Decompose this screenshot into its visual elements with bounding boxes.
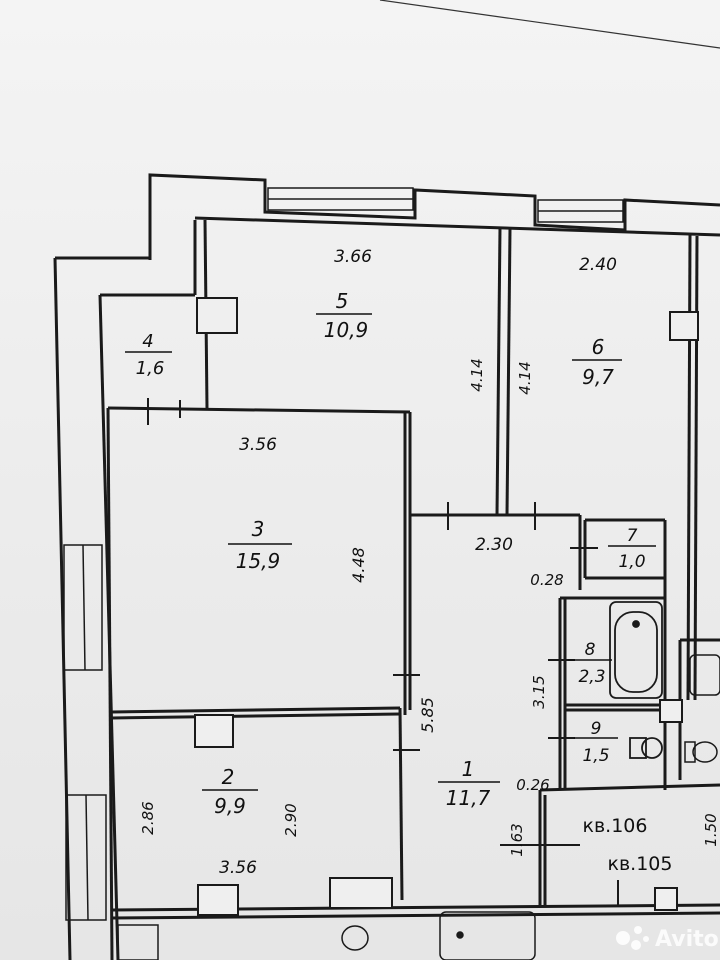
frame-line: [379, 0, 720, 49]
room-6-area: 9,7: [582, 365, 614, 389]
dimensions: 3.66 2.40 4.14 4.14 3.56 4.48 2.30 0.28 …: [139, 247, 720, 878]
room-8: 8 2,3: [568, 640, 612, 687]
room-1-number: 1: [462, 757, 475, 781]
room-9: 9 1,5: [574, 719, 618, 766]
interior-walls: [106, 219, 720, 960]
room-4: 4 1,6: [125, 331, 172, 379]
apartment-labels: кв.106 кв.105: [583, 815, 673, 875]
dim-414a: 4.14: [468, 358, 486, 391]
room-3-area: 15,9: [236, 549, 281, 573]
watermark-text: Avito: [655, 927, 719, 952]
dim-356a: 3.56: [239, 435, 277, 455]
dim-286: 2.86: [139, 801, 157, 834]
room-8-number: 8: [585, 640, 596, 660]
bottom-fixtures: [117, 911, 536, 960]
room-9-number: 9: [591, 719, 602, 739]
avito-dots-icon: [616, 926, 649, 950]
room-3: 3 15,9: [228, 517, 292, 573]
room-8-area: 2,3: [578, 667, 605, 687]
room-5: 5 10,9: [316, 289, 372, 342]
toilet: [629, 737, 663, 759]
dim-028: 0.28: [530, 571, 563, 589]
room-5-number: 5: [336, 289, 349, 313]
dim-356b: 3.56: [219, 858, 257, 878]
vent-shafts: [194, 297, 699, 916]
dim-448: 4.48: [349, 547, 368, 583]
room-9-area: 1,5: [582, 746, 609, 766]
room-6-number: 6: [592, 335, 605, 359]
dim-163: 1.63: [508, 823, 526, 856]
right-fixtures: [684, 654, 720, 763]
dim-230: 2.30: [475, 535, 513, 555]
windows-left: [63, 544, 107, 921]
room-5-area: 10,9: [324, 318, 369, 342]
bathtub: [609, 601, 663, 699]
door-ticks: [147, 398, 619, 905]
dim-414b: 4.14: [516, 361, 534, 394]
windows-top: [267, 187, 624, 223]
dim-585: 5.85: [418, 697, 437, 733]
room-7-number: 7: [627, 526, 638, 546]
room-1-area: 11,7: [446, 786, 491, 810]
dim-315: 3.15: [530, 675, 548, 708]
room-7-area: 1,0: [618, 552, 645, 572]
dim-240: 2.40: [579, 255, 617, 275]
dim-150: 1.50: [702, 813, 720, 846]
room-4-area: 1,6: [136, 358, 165, 379]
room-2-area: 9,9: [214, 794, 246, 818]
room-2-number: 2: [222, 765, 235, 789]
apt-106-label: кв.106: [583, 815, 648, 837]
room-2: 2 9,9: [202, 765, 258, 818]
room-1: 1 11,7: [438, 757, 500, 810]
room-7: 7 1,0: [608, 526, 656, 572]
watermark: Avito: [616, 926, 719, 952]
dim-290: 2.90: [282, 803, 300, 836]
room-3-number: 3: [252, 517, 265, 541]
room-4-number: 4: [142, 331, 153, 352]
dim-366: 3.66: [334, 247, 372, 267]
apt-105-label: кв.105: [608, 853, 673, 875]
room-6: 6 9,7: [572, 335, 622, 389]
dim-026: 0.26: [516, 776, 549, 794]
